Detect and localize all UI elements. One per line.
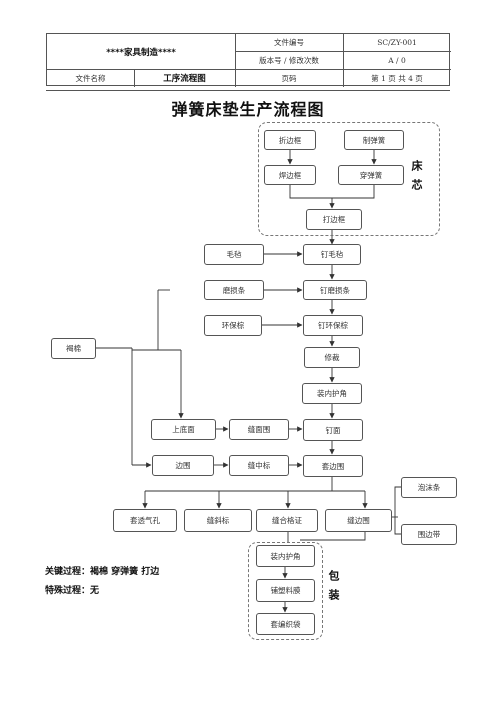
page-title: 弹簧床垫生产流程图 [171, 100, 325, 119]
file-name-value: 工序流程图 [163, 74, 206, 84]
input-felt: 毛毡 [204, 244, 264, 265]
step-sew-label: 缝中标 [229, 455, 289, 476]
connector [394, 486, 401, 517]
step-sew-slant-label: 缝斜标 [184, 509, 252, 532]
step-woven-bag: 套编织袋 [256, 613, 315, 635]
mattress-core-group [258, 122, 440, 236]
step-pack-corner: 装内护角 [256, 545, 315, 567]
doc-no-label: 文件编号 [274, 38, 304, 47]
version-value: A / 0 [388, 55, 406, 65]
divider [235, 34, 236, 87]
step-nail-wear-strip: 钉磨损条 [303, 280, 367, 300]
divider [47, 69, 451, 70]
connector [394, 517, 401, 535]
step-trim: 修裁 [304, 347, 360, 368]
step-sew-cert: 缝合格证 [256, 509, 318, 532]
step-nail-eco-palm: 钉环保棕 [303, 315, 363, 336]
input-wear-strip: 磨损条 [204, 280, 264, 300]
file-name-label: 文件名称 [75, 73, 106, 83]
step-lay-film: 铺塑料膜 [256, 579, 315, 602]
step-nail-felt: 钉毛毡 [303, 244, 361, 265]
step-side-panel: 边围 [152, 455, 214, 476]
connector [332, 185, 375, 199]
input-brown-cotton: 褐棉 [51, 338, 96, 359]
input-eco-palm: 环保棕 [204, 315, 262, 336]
connector [289, 185, 332, 199]
special-process-note: 特殊过程：无 [45, 586, 100, 596]
core-group-label: 床芯 [410, 160, 423, 198]
step-frame-edge: 打边框 [306, 209, 362, 230]
packing-group [248, 542, 323, 640]
step-air-vent: 套透气孔 [113, 509, 177, 532]
step-install-corner: 装内护角 [302, 383, 362, 404]
divider [134, 69, 135, 87]
input-foam-strip: 泡沫条 [401, 477, 457, 498]
step-top-bottom: 上底面 [151, 419, 216, 440]
company-name: ****家具制造**** [106, 47, 176, 58]
connector [300, 532, 366, 541]
version-label: 版本号 / 修改次数 [259, 55, 319, 65]
input-edge-tape: 围边带 [401, 524, 457, 545]
doc-no-value: SC/ZY-001 [377, 38, 417, 47]
step-fit-side: 套边围 [303, 455, 363, 477]
step-sew-edge: 缝边围 [325, 509, 392, 532]
header-table: ****家具制造**** 文件编号 SC/ZY-001 版本号 / 修改次数 A… [46, 33, 451, 87]
header-rule [46, 90, 450, 91]
divider [343, 34, 344, 87]
step-sew-face: 缝面围 [229, 419, 289, 440]
step-make-spring: 制弹簧 [344, 130, 404, 150]
key-process-note: 关键过程：褐棉 穿弹簧 打边 [45, 567, 160, 577]
step-nail-face: 钉面 [303, 419, 363, 441]
step-thread-spring: 穿弹簧 [338, 165, 404, 185]
step-weld-frame: 焊边框 [264, 165, 316, 185]
page-value: 第 1 页 共 4 页 [371, 73, 423, 83]
step-fold-frame: 折边框 [264, 130, 316, 150]
packing-group-label: 包装 [327, 570, 340, 608]
page-label: 页码 [281, 73, 297, 83]
divider [235, 51, 451, 52]
